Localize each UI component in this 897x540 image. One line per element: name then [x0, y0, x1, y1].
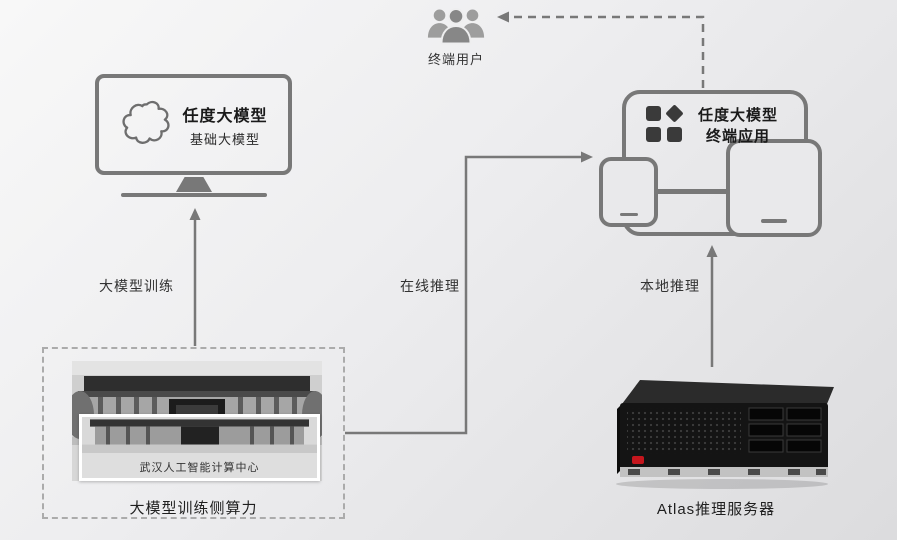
- huawei-logo-icon: [632, 456, 644, 464]
- training-flow-label: 大模型训练: [99, 278, 174, 294]
- app-grid-square: [646, 127, 661, 142]
- tablet-home-line: [761, 219, 787, 223]
- monitor-stand: [176, 177, 212, 192]
- inference-server-caption: Atlas推理服务器: [656, 501, 776, 518]
- end-users-group: 终端用户: [418, 4, 494, 68]
- base-model-subtitle: 基础大模型: [189, 131, 260, 147]
- user-feedback-dashed-arrow: [497, 11, 705, 88]
- app-grid-diamond: [665, 104, 684, 123]
- terminal-app-line2: 终端应用: [705, 128, 770, 145]
- phone-icon: [599, 157, 658, 227]
- terminal-app-line1: 任度大模型: [697, 107, 778, 124]
- rendu-logo-icon: [122, 100, 171, 144]
- app-grid-square: [646, 106, 661, 121]
- inference-server-group: Atlas推理服务器: [594, 368, 838, 518]
- app-grid-square: [667, 127, 682, 142]
- local-inference-flow-label: 本地推理: [640, 278, 700, 294]
- building-photo-caption: 武汉人工智能计算中心: [139, 462, 260, 474]
- monitor-icon: 任度大模型 基础大模型: [95, 74, 292, 175]
- terminal-app-label: 任度大模型 终端应用: [688, 105, 788, 147]
- end-users-label: 终端用户: [427, 52, 484, 67]
- building-photo-inset: 武汉人工智能计算中心: [79, 414, 320, 481]
- training-compute-box: 武汉人工智能计算中心 大模型训练侧算力: [42, 347, 345, 519]
- app-grid-icon: [646, 104, 684, 144]
- monitor-base: [121, 193, 267, 197]
- base-model-text: 任度大模型 基础大模型: [182, 102, 267, 148]
- device-connector-bar: [652, 189, 734, 194]
- online-inference-flow-label: 在线推理: [400, 278, 460, 294]
- building-inset-art: [82, 417, 317, 453]
- training-compute-caption: 大模型训练侧算力: [129, 500, 258, 517]
- atlas-server-photo: [616, 380, 834, 489]
- users-icon: [427, 8, 485, 45]
- base-model-title: 任度大模型: [182, 107, 268, 125]
- online-inference-arrow: [345, 151, 593, 435]
- phone-home-line: [619, 212, 638, 216]
- tablet-icon: [726, 139, 822, 237]
